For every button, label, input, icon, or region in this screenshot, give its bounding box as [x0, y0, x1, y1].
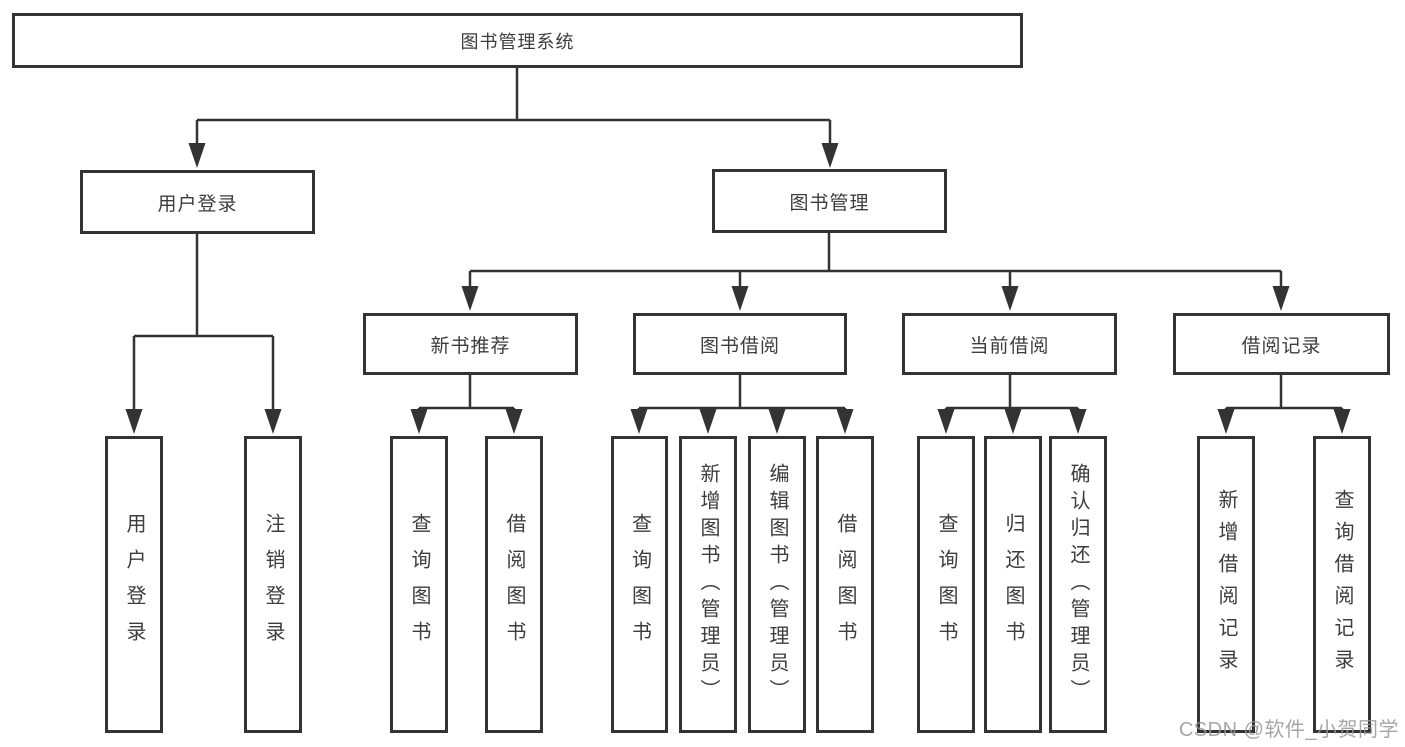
- leaf-edit-books-admin-label: 编辑图书（管理员）: [766, 463, 788, 706]
- leaf-add-books-admin: 新增图书（管理员）: [679, 436, 737, 733]
- leaf-recommend-borrow-books-label: 借阅图书: [503, 512, 525, 657]
- leaf-return-books-label: 归还图书: [1002, 512, 1024, 657]
- leaf-user-login-label: 用户登录: [123, 512, 145, 657]
- leaf-add-borrow-record: 新增借阅记录: [1197, 436, 1255, 733]
- leaf-return-books: 归还图书: [984, 436, 1042, 733]
- leaf-current-query-books: 查询图书: [917, 436, 975, 733]
- leaf-recommend-query-books-label: 查询图书: [408, 512, 430, 657]
- leaf-add-books-admin-label: 新增图书（管理员）: [697, 463, 719, 706]
- leaf-query-borrow-record: 查询借阅记录: [1313, 436, 1371, 733]
- node-library-management-system: 图书管理系统: [12, 13, 1023, 68]
- node-user-login: 用户登录: [80, 170, 315, 234]
- node-book-borrowing: 图书借阅: [633, 313, 847, 375]
- leaf-recommend-query-books: 查询图书: [390, 436, 448, 733]
- node-new-book-recommendation: 新书推荐: [363, 313, 578, 375]
- leaf-add-borrow-record-label: 新增借阅记录: [1215, 488, 1237, 681]
- leaf-borrowing-query-books-label: 查询图书: [628, 512, 651, 657]
- arrowheads: [125, 143, 1351, 434]
- leaf-logout: 注销登录: [244, 436, 302, 733]
- leaf-borrowing-borrow-books-label: 借阅图书: [834, 512, 856, 657]
- leaf-borrowing-query-books: 查询图书: [611, 436, 668, 733]
- node-user-login-label: 用户登录: [157, 193, 238, 215]
- leaf-recommend-borrow-books: 借阅图书: [485, 436, 543, 733]
- leaf-current-query-books-label: 查询图书: [935, 512, 957, 657]
- node-borrowing-records: 借阅记录: [1173, 313, 1390, 375]
- leaf-user-login: 用户登录: [105, 436, 163, 733]
- leaf-query-borrow-record-label: 查询借阅记录: [1331, 488, 1353, 681]
- leaf-edit-books-admin: 编辑图书（管理员）: [748, 436, 806, 733]
- node-book-management: 图书管理: [712, 169, 947, 233]
- node-book-management-label: 图书管理: [789, 192, 870, 214]
- csdn-watermark: CSDN @软件_小贺同学: [1178, 719, 1399, 741]
- node-new-book-recommendation-label: 新书推荐: [430, 335, 511, 357]
- node-library-management-system-label: 图书管理系统: [460, 31, 575, 52]
- node-current-borrowing-label: 当前借阅: [969, 335, 1050, 357]
- leaf-logout-label: 注销登录: [262, 512, 284, 657]
- node-book-borrowing-label: 图书借阅: [699, 335, 780, 357]
- leaf-confirm-return-admin-label: 确认归还（管理员）: [1067, 463, 1089, 706]
- leaf-confirm-return-admin: 确认归还（管理员）: [1049, 436, 1107, 733]
- leaf-borrowing-borrow-books: 借阅图书: [816, 436, 874, 733]
- node-current-borrowing: 当前借阅: [902, 313, 1117, 375]
- node-borrowing-records-label: 借阅记录: [1241, 335, 1322, 357]
